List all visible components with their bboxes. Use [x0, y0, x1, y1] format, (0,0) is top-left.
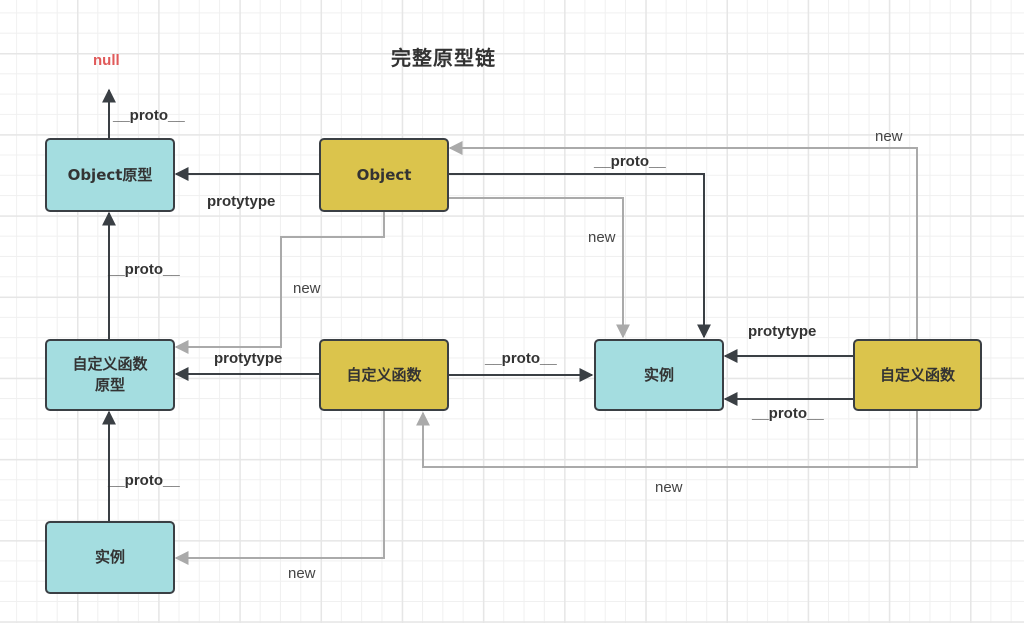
node-instance-middle[interactable]: 实例 — [594, 339, 724, 411]
label-midfn-proto-instance: __proto__ — [485, 350, 557, 367]
label-object-prototype: protytype — [207, 193, 276, 210]
node-custom-fn-right[interactable]: 自定义函数 — [853, 339, 982, 411]
node-custom-fn-prototype[interactable]: 自定义函数 原型 — [45, 339, 175, 411]
node-object-prototype[interactable]: Object原型 — [45, 138, 175, 212]
null-label: null — [93, 52, 120, 69]
label-instance-proto-fnproto: __proto__ — [108, 472, 180, 489]
edge-rightfn-new-midfn — [416, 410, 918, 468]
edge-object-new-instance — [448, 197, 630, 339]
node-custom-fn-middle[interactable]: 自定义函数 — [319, 339, 449, 411]
label-objproto-to-null: __proto__ — [113, 107, 185, 124]
edge-object-new-fnproto — [174, 211, 385, 354]
label-rightfn-new-midfn: new — [655, 479, 683, 496]
edge-rightfn-new-object — [448, 141, 918, 339]
label-fnproto-proto-objproto: __proto__ — [108, 261, 180, 278]
label-rightfn-proto: __proto__ — [752, 405, 824, 422]
label-object-proto-instance: __proto__ — [594, 153, 666, 170]
node-instance-bottom[interactable]: 实例 — [45, 521, 175, 594]
label-rightfn-prototype: protytype — [748, 323, 817, 340]
label-midfn-new-instance: new — [288, 565, 316, 582]
edge-object-proto-instance — [448, 173, 711, 339]
node-object[interactable]: Object — [319, 138, 449, 212]
label-midfn-prototype: protytype — [214, 350, 283, 367]
label-object-new-instance: new — [588, 229, 616, 246]
label-object-new-fnproto: new — [293, 280, 321, 297]
edge-midfn-new-instance — [174, 411, 385, 565]
diagram-title: 完整原型链 — [391, 46, 496, 70]
label-rightfn-new-object: new — [875, 128, 903, 145]
